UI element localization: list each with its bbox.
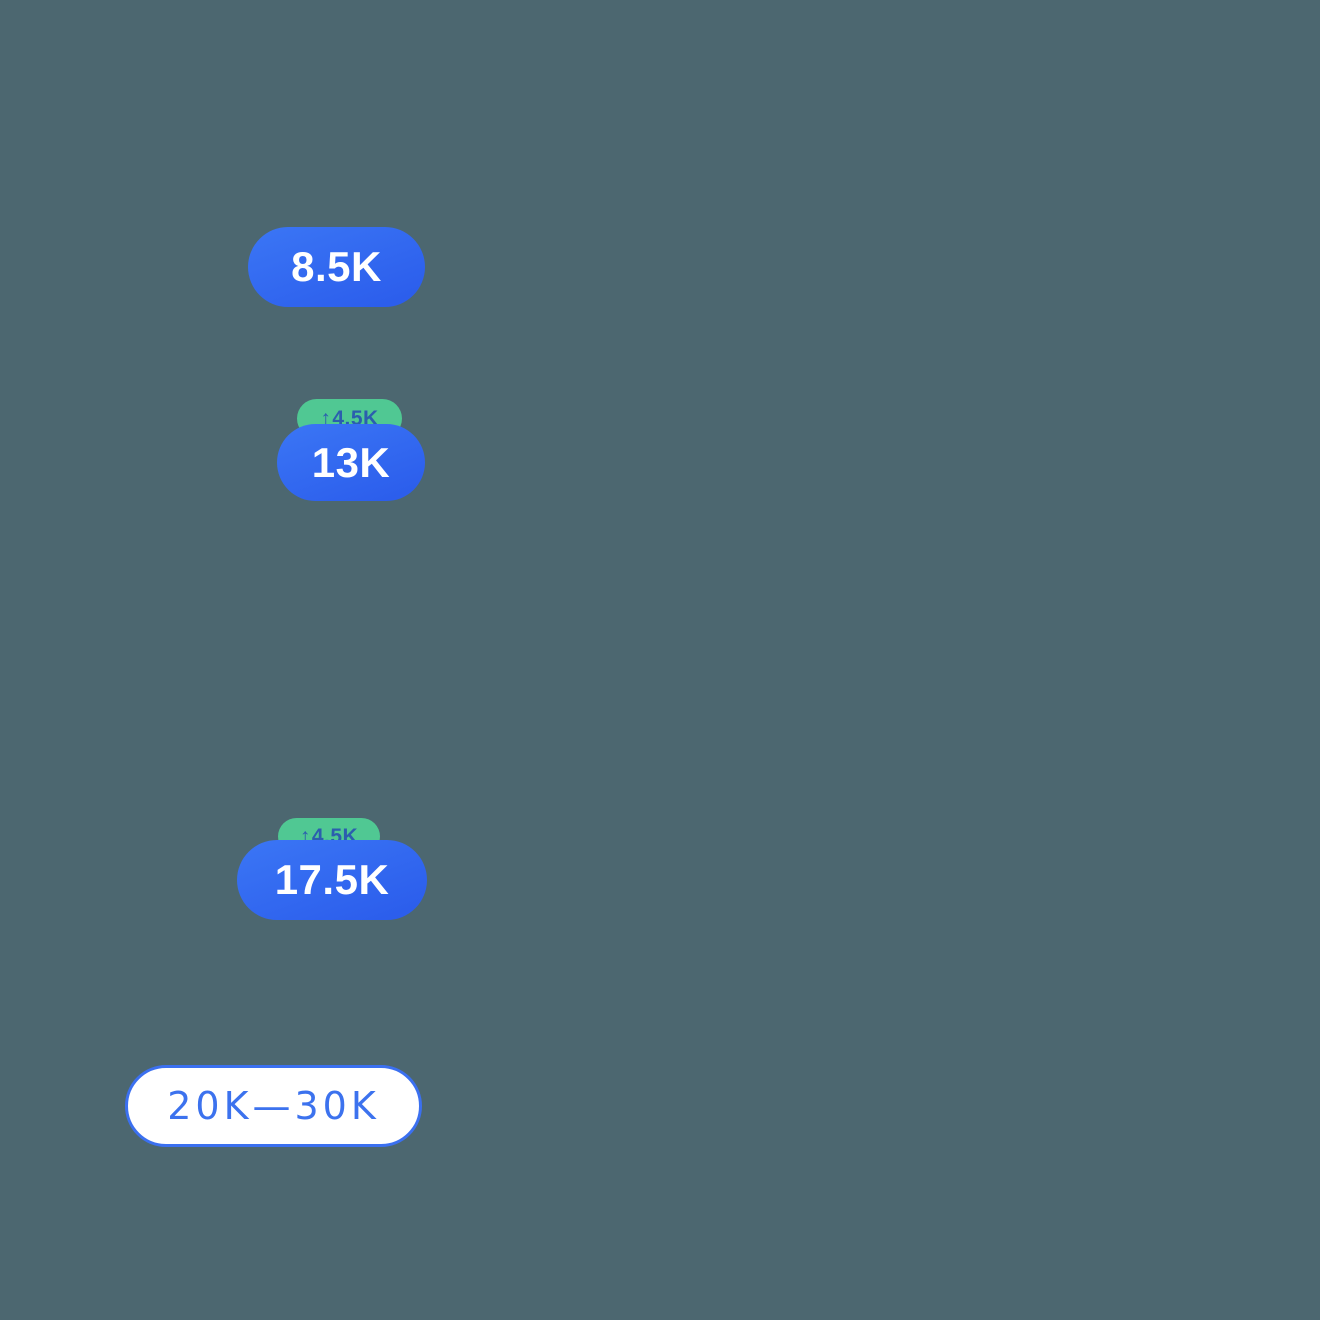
up-arrow-icon: ↑: [320, 406, 332, 430]
value-pill-label: 13K: [311, 438, 391, 486]
value-pill-label: 8.5K: [291, 243, 382, 290]
value-pill-13k[interactable]: 13K: [277, 424, 425, 501]
up-arrow-icon: ↑: [299, 824, 311, 848]
value-pill-8-5k[interactable]: 8.5K: [248, 227, 425, 307]
range-pill-label: 20K—30K: [167, 1084, 380, 1128]
delta-badge-label: 4.5K: [332, 406, 379, 430]
range-pill-20k-30k[interactable]: 20K—30K: [125, 1065, 422, 1147]
value-pill-17-5k[interactable]: 17.5K: [237, 840, 427, 920]
value-pill-label: 17.5K: [274, 856, 390, 903]
